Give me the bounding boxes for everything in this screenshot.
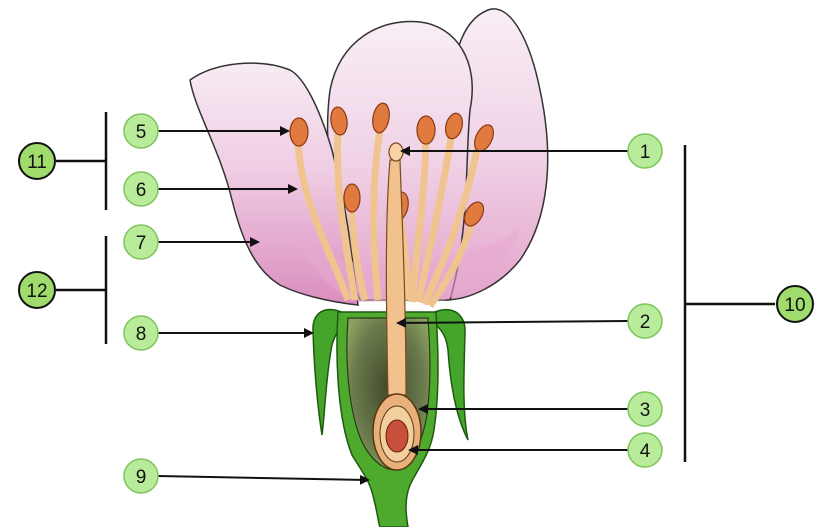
label-8: 8 bbox=[124, 316, 158, 350]
label-8-text: 8 bbox=[136, 324, 147, 345]
label-2: 2 bbox=[628, 304, 662, 338]
anther bbox=[417, 116, 435, 144]
label-12-text: 12 bbox=[26, 281, 47, 302]
label-3: 3 bbox=[628, 392, 662, 426]
label-7-text: 7 bbox=[136, 233, 147, 254]
anther bbox=[344, 184, 360, 212]
label-2-text: 2 bbox=[640, 312, 651, 333]
ovule-inner bbox=[386, 420, 408, 452]
label-6: 6 bbox=[124, 172, 158, 206]
label-6-text: 6 bbox=[136, 180, 147, 201]
anther bbox=[290, 118, 308, 146]
label-5-text: 5 bbox=[136, 122, 147, 143]
label-7: 7 bbox=[124, 225, 158, 259]
label-10-text: 10 bbox=[784, 295, 805, 316]
label-11: 11 bbox=[19, 143, 55, 179]
stigma bbox=[389, 143, 403, 161]
label-5: 5 bbox=[124, 114, 158, 148]
label-1: 1 bbox=[628, 134, 662, 168]
label-4-text: 4 bbox=[640, 441, 651, 462]
label-9-text: 9 bbox=[136, 467, 147, 488]
label-12: 12 bbox=[19, 272, 55, 308]
arrow-9 bbox=[158, 476, 368, 480]
label-4: 4 bbox=[628, 433, 662, 467]
label-3-text: 3 bbox=[640, 400, 651, 421]
label-9: 9 bbox=[124, 459, 158, 493]
label-10: 10 bbox=[777, 286, 813, 322]
label-11-text: 11 bbox=[27, 152, 47, 173]
label-1-text: 1 bbox=[640, 142, 651, 163]
petals bbox=[190, 9, 548, 305]
